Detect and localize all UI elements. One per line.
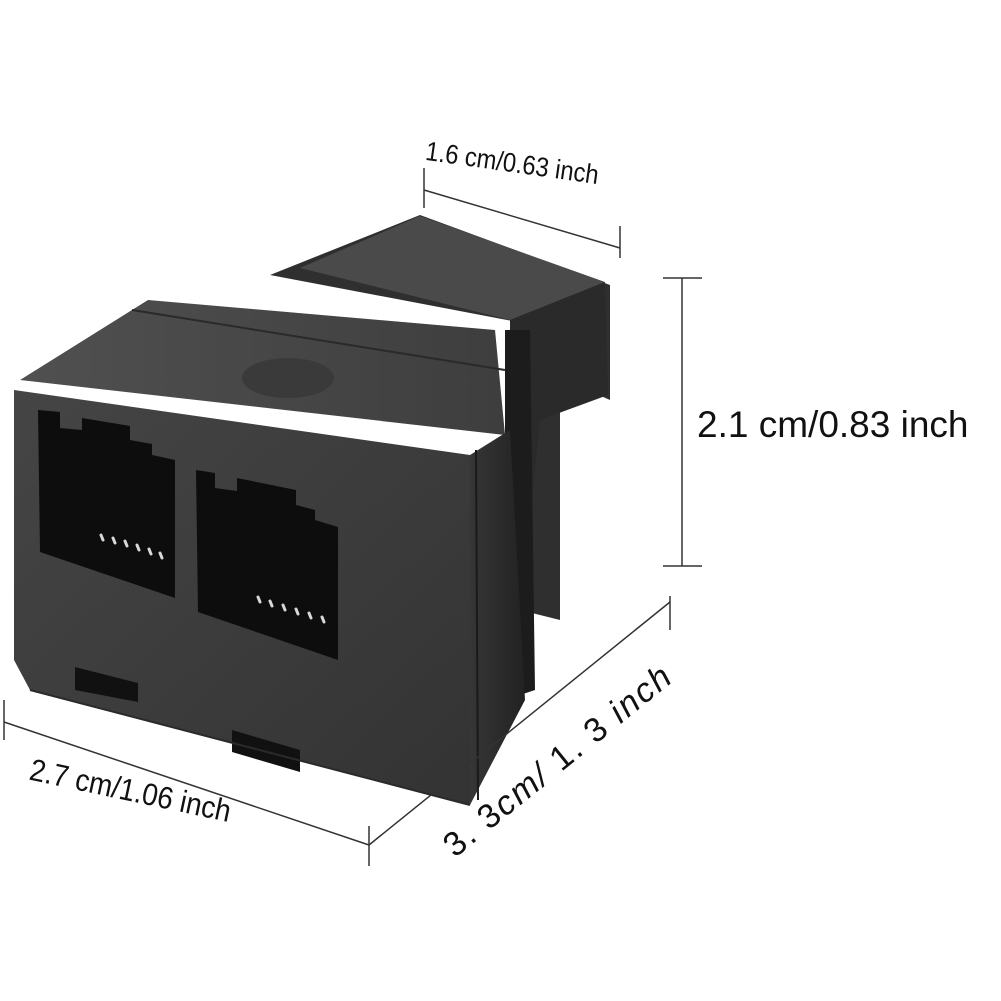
back-plug-section [270, 215, 610, 700]
body-top [20, 300, 506, 435]
rj45-port-2 [196, 470, 338, 660]
body-side [470, 430, 525, 805]
contact-pins [256, 595, 326, 624]
rj45-port-1 [38, 410, 175, 598]
dimension-lines [3, 168, 702, 866]
contact-pins [99, 533, 164, 560]
latch-bump [242, 358, 334, 398]
bottom-feet [29, 667, 471, 806]
dimension-label-height: 2.1 cm/0.83 inch [697, 404, 969, 445]
